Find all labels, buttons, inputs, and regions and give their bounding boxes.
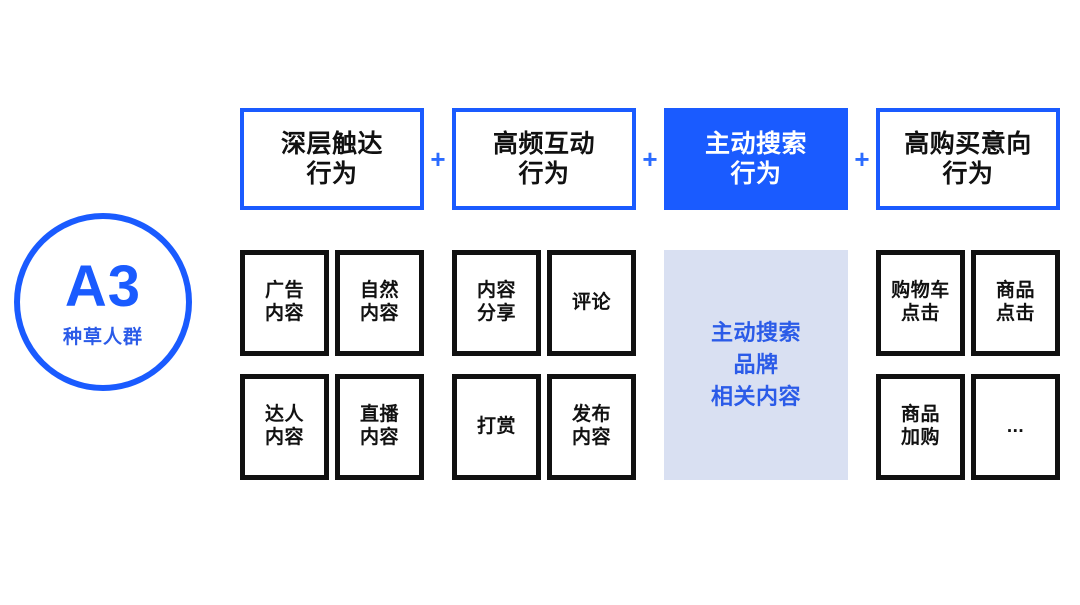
category-header-high-frequency-interaction-text: 高频互动行为 (492, 129, 595, 189)
panel-active-search-brand-content[interactable]: 主动搜索品牌相关内容 (664, 250, 848, 480)
tile-label: 打赏 (476, 415, 516, 437)
tile-pair: 内容分享 评论 (452, 250, 636, 356)
plus-operator-2: + (642, 144, 658, 174)
category-header-high-purchase-intent-text: 高购买意向行为 (904, 129, 1032, 189)
behaviour-column-deep-reach: 广告内容 自然内容 达人内容 直播内容 (240, 250, 424, 480)
category-header-active-search-text: 主动搜索行为 (704, 129, 807, 189)
behaviour-tile-grid: 广告内容 自然内容 达人内容 直播内容 内容分享 评论 (240, 250, 1060, 480)
tile-comment[interactable]: 评论 (547, 250, 636, 356)
tile-influencer-content[interactable]: 达人内容 (240, 374, 329, 480)
tile-label: 内容分享 (476, 280, 516, 324)
tile-content-share[interactable]: 内容分享 (452, 250, 541, 356)
behaviour-column-high-purchase-intent: 购物车点击 商品点击 商品加购 ... (876, 250, 1060, 480)
tile-label: 自然内容 (359, 280, 399, 324)
audience-badge: A3 种草人群 (14, 213, 192, 391)
tile-organic-content[interactable]: 自然内容 (335, 250, 424, 356)
tile-product-click[interactable]: 商品点击 (971, 250, 1060, 356)
tile-label: 发布内容 (571, 404, 611, 448)
panel-label: 主动搜索品牌相关内容 (710, 320, 801, 409)
tile-label: 评论 (571, 291, 611, 313)
tile-pair: 广告内容 自然内容 (240, 250, 424, 356)
tile-label: 商品加购 (900, 404, 940, 448)
tile-more-ellipsis[interactable]: ... (971, 374, 1060, 480)
behaviour-column-high-frequency-interaction: 内容分享 评论 打赏 发布内容 (452, 250, 636, 480)
tile-add-to-cart[interactable]: 商品加购 (876, 374, 965, 480)
tile-pair: 打赏 发布内容 (452, 374, 636, 480)
tile-pair: 商品加购 ... (876, 374, 1060, 480)
plus-operator-3: + (854, 144, 870, 174)
tile-pair: 达人内容 直播内容 (240, 374, 424, 480)
tile-label: ... (1006, 415, 1025, 437)
tile-cart-click[interactable]: 购物车点击 (876, 250, 965, 356)
tile-label: 购物车点击 (891, 280, 950, 324)
tile-tip-reward[interactable]: 打赏 (452, 374, 541, 480)
behaviour-column-active-search: 主动搜索品牌相关内容 (664, 250, 848, 480)
category-header-high-purchase-intent[interactable]: 高购买意向行为 (876, 108, 1060, 210)
tile-label: 直播内容 (359, 404, 399, 448)
category-header-row: 深层触达行为 + 高频互动行为 + 主动搜索行为 + 高购买意向行为 (240, 108, 1060, 210)
category-header-active-search[interactable]: 主动搜索行为 (664, 108, 848, 210)
tile-label: 商品点击 (995, 280, 1035, 324)
plus-operator-1: + (430, 144, 446, 174)
tile-label: 达人内容 (264, 404, 304, 448)
category-header-deep-reach-text: 深层触达行为 (280, 129, 383, 189)
badge-code: A3 (64, 253, 142, 319)
tile-label: 广告内容 (264, 280, 304, 324)
category-header-high-frequency-interaction[interactable]: 高频互动行为 (452, 108, 636, 210)
tile-ad-content[interactable]: 广告内容 (240, 250, 329, 356)
tile-publish-content[interactable]: 发布内容 (547, 374, 636, 480)
badge-label: 种草人群 (62, 326, 143, 348)
category-header-deep-reach[interactable]: 深层触达行为 (240, 108, 424, 210)
tile-livestream-content[interactable]: 直播内容 (335, 374, 424, 480)
tile-pair: 购物车点击 商品点击 (876, 250, 1060, 356)
